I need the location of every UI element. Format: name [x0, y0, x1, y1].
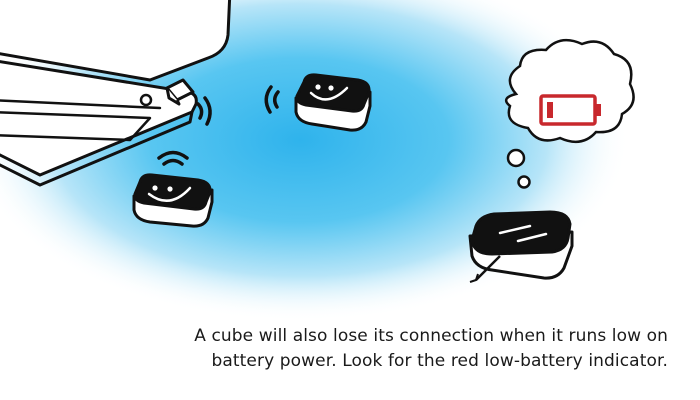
caption: A cube will also lose its connection whe… [108, 324, 668, 374]
sleeping-cube-icon [468, 210, 574, 283]
caption-line-2: battery power. Look for the red low-batt… [211, 351, 668, 371]
usb-dongle-icon [165, 78, 195, 106]
low-battery-icon [539, 94, 601, 126]
laptop-icon [0, 0, 232, 187]
wireless-signal-icon [196, 96, 212, 126]
laptop-port-icon [139, 93, 153, 107]
cube-icon [132, 173, 214, 228]
caption-line-1: A cube will also lose its connection whe… [194, 326, 668, 346]
cube-icon [294, 73, 372, 132]
thought-bubble-icon [504, 38, 635, 189]
wireless-signal-icon [264, 85, 280, 114]
wireless-signal-icon [157, 150, 189, 166]
